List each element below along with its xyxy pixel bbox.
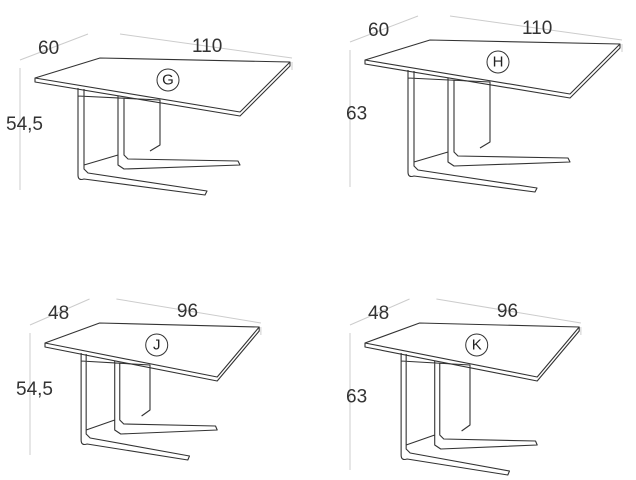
tabletop [364, 322, 580, 382]
model-label: G [162, 72, 174, 89]
height-label: 63 [346, 104, 367, 125]
width-label: 110 [522, 18, 552, 39]
width-label: 96 [177, 301, 198, 322]
table-J: 48 96 54,5 J [16, 298, 262, 461]
model-badge-circle [145, 333, 169, 357]
tabletop [364, 39, 621, 99]
depth-label: 48 [368, 303, 389, 324]
model-badge-circle [156, 68, 180, 92]
table-G: 60 110 54,5 G [6, 33, 293, 196]
sled-leg-frame [400, 353, 538, 476]
sled-leg-frame [407, 70, 571, 193]
model-badge-circle [486, 50, 510, 74]
sled-leg-frame [77, 88, 241, 196]
model-label: H [493, 54, 504, 71]
table-H: 60 110 63 H [346, 15, 623, 193]
sled-leg-frame [80, 353, 218, 461]
depth-label: 60 [38, 38, 59, 59]
height-label: 54,5 [6, 114, 43, 135]
dimension-lines [29, 298, 262, 455]
depth-label: 60 [368, 20, 389, 41]
height-label: 63 [346, 387, 367, 408]
depth-label: 48 [48, 303, 69, 324]
model-label: K [472, 337, 482, 354]
dimension-lines [19, 33, 293, 190]
table-K: 48 96 63 K [346, 298, 582, 476]
width-label: 96 [497, 301, 518, 322]
height-label: 54,5 [16, 379, 53, 400]
model-label: J [153, 337, 161, 354]
width-label: 110 [192, 36, 222, 57]
dimension-lines [349, 298, 582, 470]
model-badge-circle [465, 333, 489, 357]
dimension-lines [349, 15, 623, 187]
tabletop [44, 322, 260, 382]
tabletop [34, 57, 291, 117]
